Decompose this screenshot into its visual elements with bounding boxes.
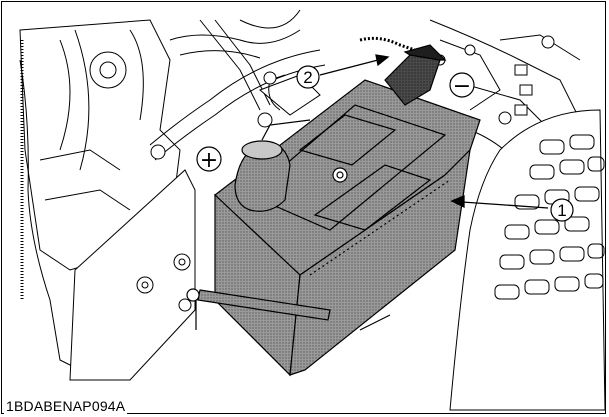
engine-bay-background <box>19 9 606 411</box>
negative-terminal-cap <box>384 44 447 106</box>
positive-symbol: + <box>196 146 222 173</box>
battery <box>186 79 481 377</box>
leader-lines <box>319 54 549 209</box>
callout-2-label: 2 <box>303 68 312 87</box>
positive-symbol-text: + <box>200 148 218 173</box>
callout-1-label: 1 <box>557 201 566 220</box>
negative-symbol-text: − <box>453 74 471 99</box>
positive-terminal-cover <box>234 119 348 212</box>
negative-symbol: − <box>449 72 475 99</box>
intake-grille <box>494 134 605 300</box>
figure-code: 1BDABENAP094A <box>4 398 128 414</box>
callout-2: 2 <box>296 65 320 89</box>
callout-1: 1 <box>550 198 574 222</box>
